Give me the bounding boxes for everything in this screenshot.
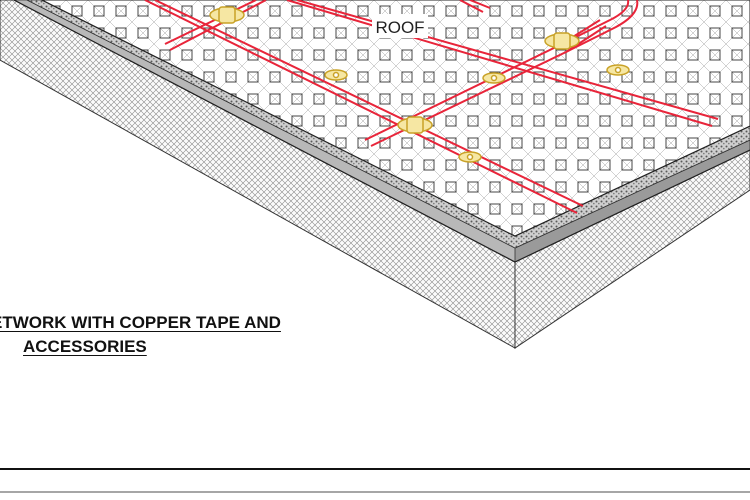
clamp-junction-2 (397, 116, 433, 134)
clamp-4 (458, 151, 482, 163)
drawing-caption-line-2: ACCESSORIES (23, 337, 147, 356)
copper-tape-run-1 (144, 0, 584, 214)
copper-tape-run-2 (286, 0, 719, 127)
roof-surface (42, 0, 750, 237)
clamp-1 (324, 69, 348, 81)
copper-tape-network (144, 0, 719, 214)
clamp-2 (482, 72, 506, 84)
copper-tape-cross-3 (559, 0, 639, 53)
clamp-junction-3 (544, 32, 580, 50)
clamp-junction-1 (209, 6, 245, 24)
title-block-rules (0, 468, 750, 493)
copper-tape-short (459, 0, 491, 13)
drawing-caption-line-1: ETWORK WITH COPPER TAPE AND (0, 313, 281, 332)
tape-clamps (209, 6, 630, 163)
copper-tape-cross-1 (164, 0, 267, 51)
clamp-3 (606, 64, 630, 76)
roof-label: ROOF (375, 18, 424, 37)
